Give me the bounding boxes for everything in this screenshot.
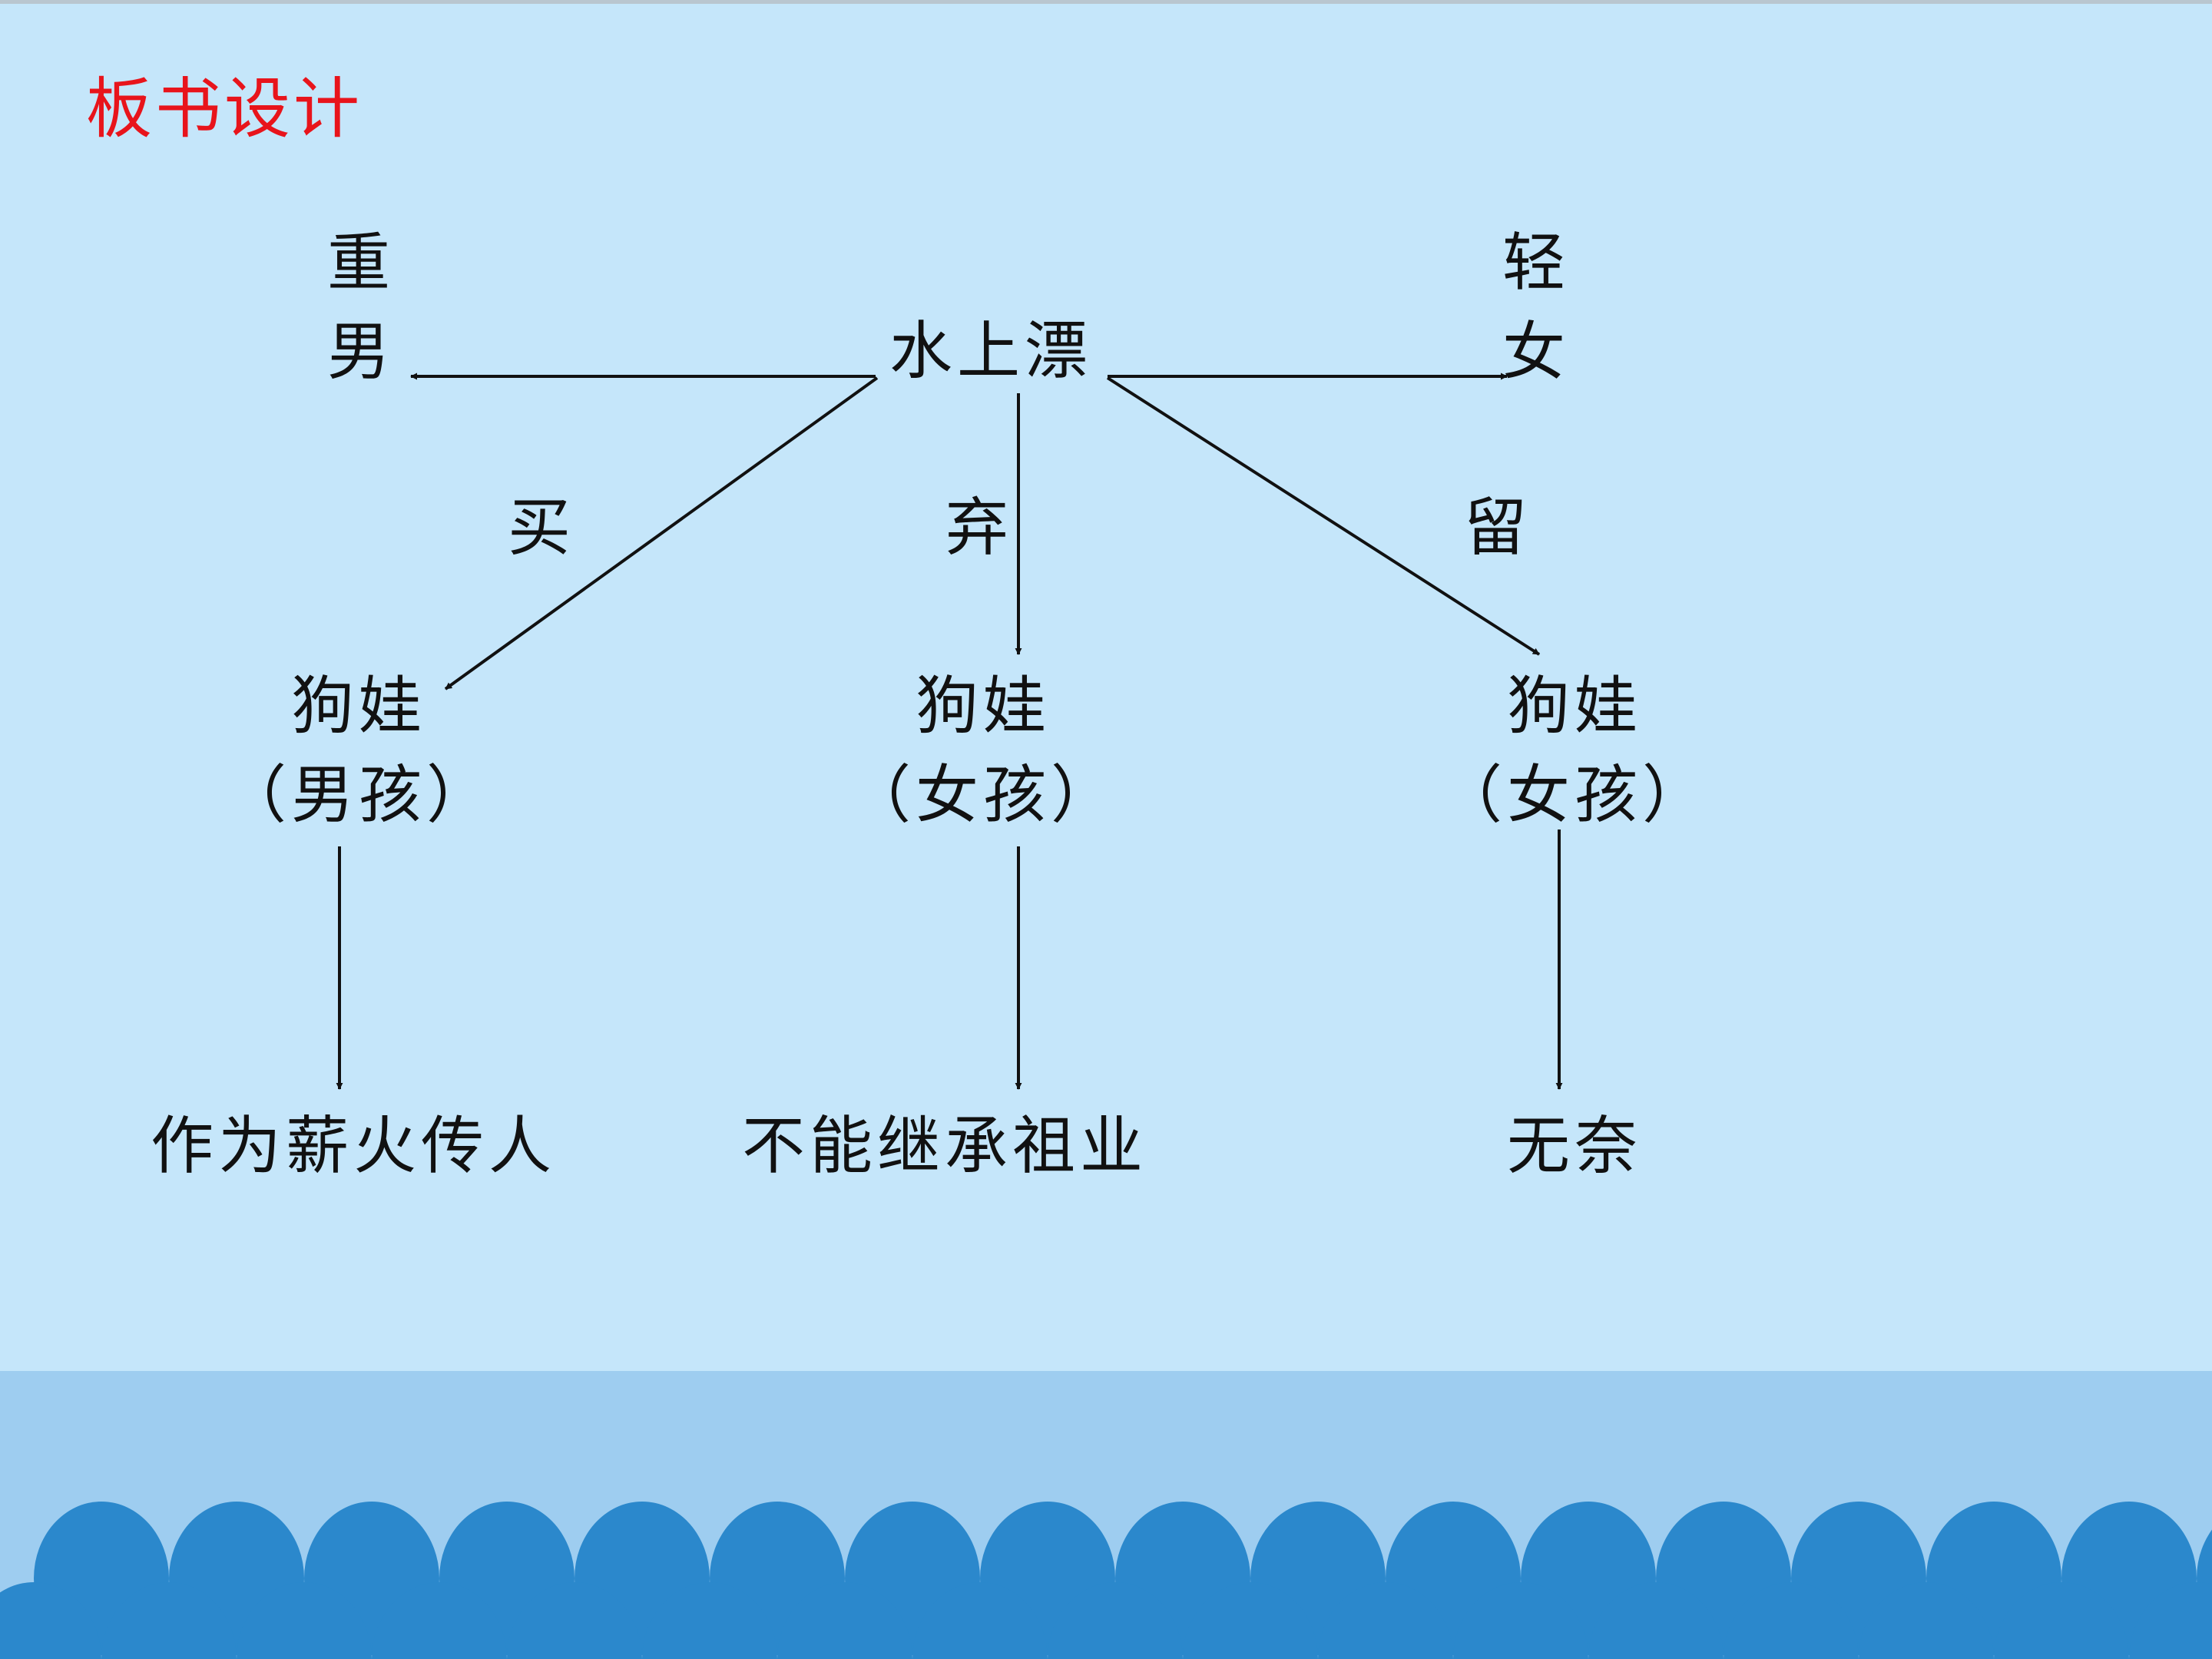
wave-scallop [0, 1582, 101, 1659]
node-zhongnan: 重 男 [323, 219, 399, 397]
wave-scallop [1048, 1582, 1183, 1659]
slide-title: 板书设计 [86, 71, 363, 147]
arrow-center-to-right-branch [1106, 376, 1541, 656]
wave-scallop [1318, 1582, 1453, 1659]
wave-scallop [777, 1582, 912, 1659]
node-zhongnan-char-1: 重 [326, 227, 395, 300]
arrow-center-to-left-branch [444, 376, 879, 690]
branch-right-note: （女孩） [1439, 759, 1710, 832]
outcome-left: 作为薪火传人 [150, 1110, 556, 1183]
branch-left-note: （男孩） [223, 759, 494, 832]
branch-right-name: 狗娃 [1506, 670, 1642, 743]
branch-left-name: 狗娃 [290, 670, 426, 743]
wave-scallop [1453, 1582, 1588, 1659]
wave-scallop [1183, 1582, 1318, 1659]
wave-scallop [2129, 1582, 2212, 1659]
node-qingnv: 轻 女 [1498, 219, 1575, 397]
wave-scallop [507, 1582, 642, 1659]
branch-middle-note: （女孩） [847, 759, 1118, 832]
branch-node-right: 狗娃 （女孩） [1425, 662, 1724, 840]
node-qingnv-char-1: 轻 [1502, 227, 1570, 300]
node-zhongnan-char-2: 男 [326, 316, 395, 389]
branch-middle-name: 狗娃 [915, 670, 1051, 743]
outcome-right: 无奈 [1506, 1110, 1642, 1183]
wave-scallop [1994, 1582, 2129, 1659]
wave-scallop [372, 1582, 507, 1659]
branch-label-right: 留 [1463, 492, 1532, 565]
slide-top-border [0, 0, 2212, 4]
wave-scallop [101, 1582, 237, 1659]
node-qingnv-char-2: 女 [1502, 316, 1570, 389]
wave-scallop [1588, 1582, 1724, 1659]
wave-scallop [1859, 1582, 1994, 1659]
branch-label-middle: 弃 [945, 492, 1013, 565]
branch-label-left: 买 [507, 492, 575, 565]
wave-scallop [237, 1582, 372, 1659]
wave-decoration [0, 1502, 2212, 1659]
branch-node-left: 狗娃 （男孩） [209, 662, 508, 840]
outcome-middle: 不能继承祖业 [741, 1110, 1147, 1183]
wave-scallop [1724, 1582, 1859, 1659]
wave-scallop [912, 1582, 1048, 1659]
wave-scallop [642, 1582, 777, 1659]
node-center: 水上漂 [889, 315, 1092, 388]
branch-node-middle: 狗娃 （女孩） [833, 662, 1133, 840]
